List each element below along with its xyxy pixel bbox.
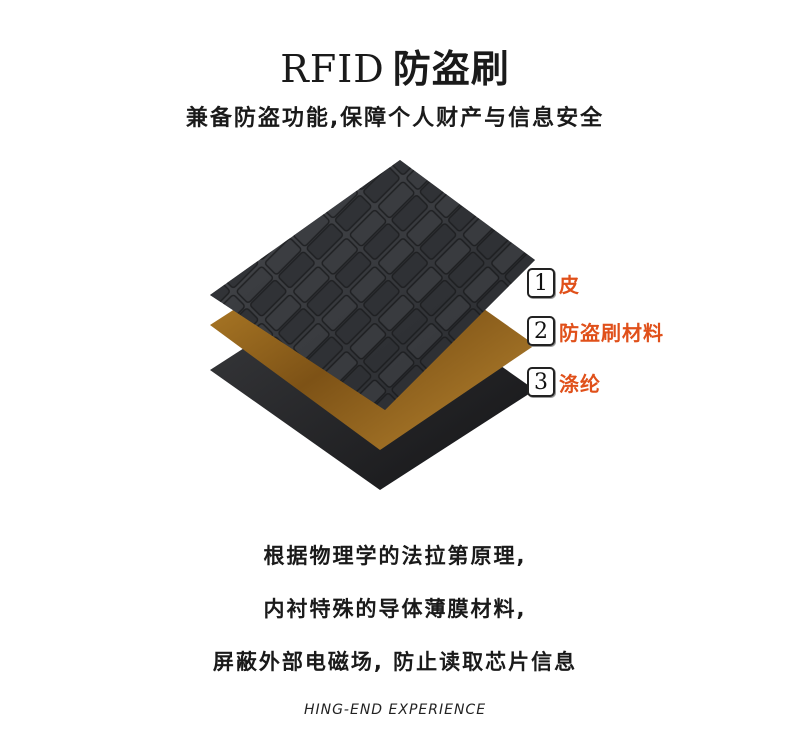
legend-item-polyester: 3 涤纶 <box>527 367 601 397</box>
legend-label: 涤纶 <box>559 371 601 396</box>
layers-svg <box>210 160 535 490</box>
legend-label: 皮 <box>559 272 580 297</box>
legend-item-leather: 1 皮 <box>527 268 580 298</box>
description-line-3: 屏蔽外部电磁场, 防止读取芯片信息 <box>212 650 578 674</box>
description-line-1: 根据物理学的法拉第原理, <box>263 544 527 568</box>
title-english: RFID <box>280 47 385 91</box>
legend-label: 防盗刷材料 <box>559 320 664 345</box>
legend-item-rfid: 2 防盗刷材料 <box>527 316 664 346</box>
description-line-2: 内衬特殊的导体薄膜材料, <box>263 597 527 621</box>
footer-brand: HING-END EXPERIENCE <box>303 702 487 718</box>
legend-number: 3 <box>527 367 555 397</box>
material-layers-illustration <box>205 150 535 510</box>
title-chinese: 防盗刷 <box>392 47 510 91</box>
page-subtitle: 兼备防盗功能,保障个人财产与信息安全 <box>185 106 605 131</box>
legend-number: 2 <box>527 316 555 346</box>
legend-number: 1 <box>527 268 555 298</box>
leather-weave-texture <box>210 160 535 410</box>
